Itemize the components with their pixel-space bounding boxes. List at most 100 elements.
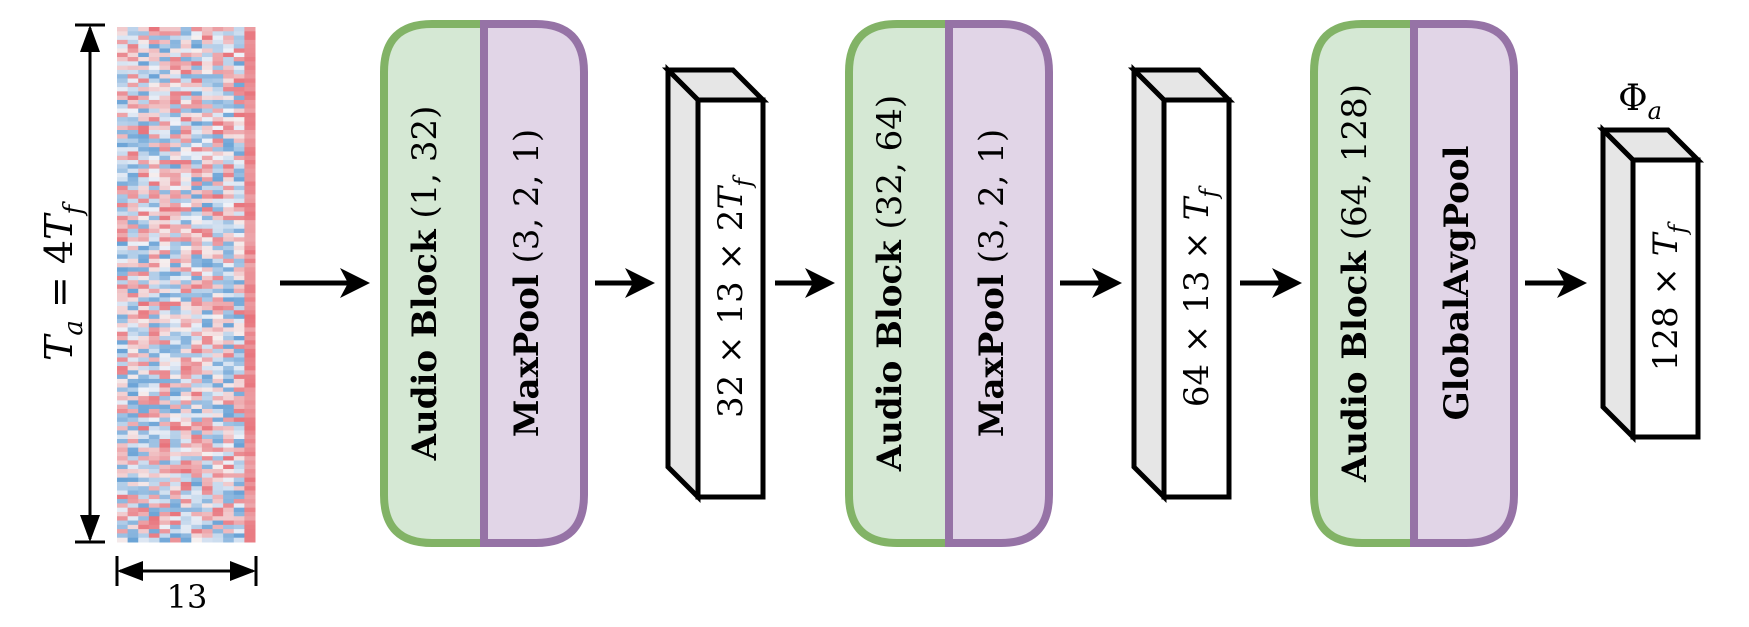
heatmap-cell: [212, 387, 224, 393]
heatmap-cell: [117, 69, 129, 75]
heatmap-cell: [223, 117, 235, 122]
heatmap-cell: [212, 340, 224, 346]
heatmap-cell: [117, 245, 129, 251]
heatmap-cell: [191, 366, 203, 371]
heatmap-cell: [223, 378, 235, 384]
heatmap-cell: [191, 421, 203, 427]
heatmap-cell: [127, 301, 139, 307]
heatmap-cell: [127, 340, 139, 346]
heatmap-cell: [170, 456, 182, 461]
heatmap-cell: [117, 31, 129, 37]
heatmap-cell: [212, 293, 224, 298]
heatmap-cell: [191, 147, 203, 152]
heatmap-cell: [159, 353, 171, 358]
heatmap-cell: [138, 456, 150, 461]
heatmap-cell: [233, 207, 245, 213]
heatmap-cell: [148, 417, 160, 423]
heatmap-cell: [148, 318, 160, 324]
heatmap-cell: [127, 95, 139, 101]
heatmap-cell: [191, 490, 203, 496]
heatmap-cell: [148, 336, 160, 341]
heatmap-cell: [191, 378, 203, 384]
heatmap-cell: [117, 57, 129, 62]
heatmap-cell: [148, 348, 160, 354]
heatmap-cell: [117, 250, 129, 255]
heatmap-cell: [159, 190, 171, 195]
heatmap-cell: [138, 99, 150, 105]
heatmap-cell: [212, 400, 224, 406]
heatmap-cell: [127, 224, 139, 230]
heatmap-cell: [244, 301, 256, 307]
heatmap-cell: [201, 387, 214, 393]
heatmap-cell: [212, 108, 224, 114]
heatmap-cell: [191, 481, 203, 487]
heatmap-cell: [244, 456, 256, 461]
heatmap-cell: [201, 185, 214, 191]
heatmap-cell: [148, 400, 160, 406]
stage-3: Audio Block (64, 128) GlobalAvgPool: [1310, 20, 1518, 547]
heatmap-cell: [233, 327, 245, 333]
heatmap-cell: [117, 258, 129, 264]
heatmap-cell: [127, 250, 139, 255]
heatmap-cell: [233, 151, 245, 157]
heatmap-cell: [138, 327, 150, 333]
heatmap-cell: [201, 147, 214, 152]
heatmap-cell: [223, 215, 235, 221]
heatmap-cell: [223, 391, 235, 397]
heatmap-cell: [201, 301, 214, 307]
heatmap-cell: [117, 456, 129, 461]
heatmap-cell: [148, 233, 160, 238]
audio-block-1: [380, 20, 488, 547]
heatmap-cell: [127, 516, 139, 522]
heatmap-cell: [223, 211, 235, 217]
heatmap-cell: [170, 297, 182, 303]
heatmap-cell: [159, 35, 171, 41]
heatmap-cell: [148, 486, 160, 491]
heatmap-cell: [138, 202, 150, 208]
heatmap-cell: [201, 318, 214, 324]
heatmap-cell: [180, 348, 192, 354]
heatmap-cell: [201, 464, 214, 470]
heatmap-cell: [244, 340, 256, 346]
heatmap-cell: [212, 91, 224, 97]
heatmap-cell: [180, 439, 192, 444]
heatmap-cell: [244, 481, 256, 487]
heatmap-cell: [212, 413, 224, 419]
heatmap-cell: [223, 524, 235, 530]
heatmap-cell: [233, 91, 245, 97]
heatmap-cell: [212, 130, 224, 135]
heatmap-cell: [170, 168, 182, 174]
heatmap-cell: [191, 443, 203, 449]
heatmap-cell: [212, 516, 224, 522]
heatmap-cell: [223, 439, 235, 444]
heatmap-cell: [201, 74, 214, 79]
heatmap-cell: [212, 408, 224, 414]
heatmap-cell: [148, 361, 160, 367]
heatmap-cell: [159, 27, 171, 32]
heatmap-cell: [159, 451, 171, 457]
width-label: 13: [167, 578, 208, 616]
heatmap-cell: [170, 331, 182, 337]
heatmap-cell: [180, 237, 192, 243]
heatmap-cell: [127, 99, 139, 105]
heatmap-cell: [223, 503, 235, 509]
heatmap-cell: [148, 275, 160, 281]
heatmap-cell: [159, 524, 171, 530]
heatmap-cell: [127, 396, 139, 401]
heatmap-cell: [138, 61, 150, 67]
heatmap-cell: [223, 250, 235, 255]
heatmap-cell: [159, 387, 171, 393]
heatmap-cell: [117, 464, 129, 470]
heatmap-cell: [201, 511, 214, 517]
heatmap-cell: [159, 104, 171, 110]
heatmap-cell: [233, 477, 245, 483]
heatmap-cell: [117, 430, 129, 436]
heatmap-cell: [117, 125, 129, 131]
heatmap-cell: [223, 511, 235, 517]
heatmap-cell: [159, 99, 171, 105]
heatmap-cell: [127, 533, 139, 539]
heatmap-cell: [244, 460, 256, 466]
heatmap-cell: [138, 383, 150, 388]
heatmap-cell: [244, 430, 256, 436]
heatmap-cell: [138, 254, 150, 260]
